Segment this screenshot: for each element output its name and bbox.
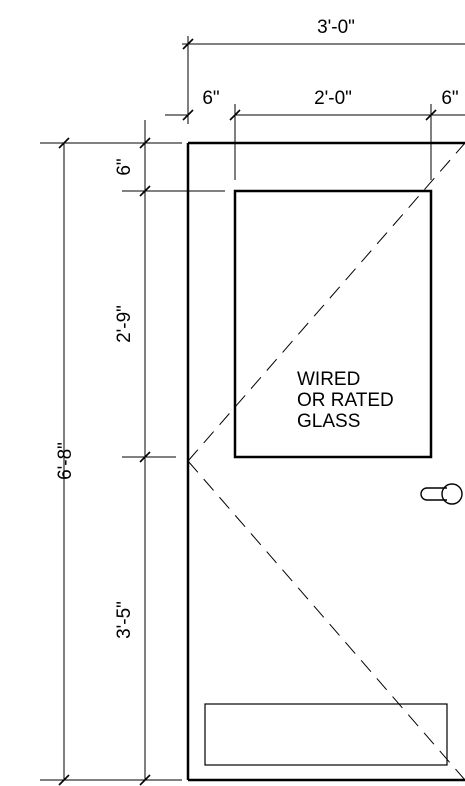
dimension-overall-width [182,36,465,124]
dimension-glass-height-label: 2'-9" [114,305,135,343]
dimension-left-margin-label: 6" [202,88,219,109]
dimension-right-margin-label: 6" [441,88,458,109]
dimension-top-margin-label: 6" [114,158,135,175]
kick-plate [204,703,448,766]
glass-note-line-3: GLASS [297,411,360,432]
dimension-glass-width [165,104,465,180]
swing-line-lower [187,460,465,781]
glass-note-line-2: OR RATED [297,390,394,411]
lever-handle-icon [420,483,463,505]
glass-note: WIRED OR RATED GLASS [297,369,394,432]
dimension-overall-width-label: 3'-0" [317,17,355,38]
swing-lines [187,142,465,781]
glass-note-line-1: WIRED [297,369,360,390]
dimension-overall-height [40,137,182,786]
dimension-overall-height-label: 6'-8" [55,442,76,480]
dimension-glass-width-label: 2'-0" [314,88,352,109]
vision-glass-panel [233,189,433,459]
door-outline [186,141,465,782]
dimension-height-chain [122,120,225,786]
dimension-lower-height-label: 3'-5" [114,601,135,639]
